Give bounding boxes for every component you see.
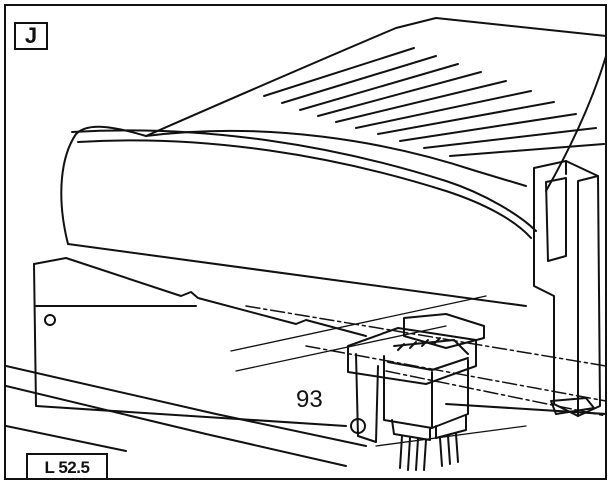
connector-block-shape bbox=[347, 313, 485, 471]
body-shell-shape bbox=[60, 125, 537, 307]
figure-code-label: L 52.5 bbox=[26, 453, 108, 478]
figure-frame: J 93 L 52.5 bbox=[4, 4, 607, 480]
side-bracket-shape bbox=[533, 160, 601, 417]
mechanical-illustration bbox=[6, 17, 605, 471]
base-plate-shape bbox=[6, 257, 605, 467]
panel-letter-label: J bbox=[14, 22, 48, 50]
callout-number: 93 bbox=[296, 386, 323, 413]
seat-cushion-shape bbox=[145, 17, 605, 192]
